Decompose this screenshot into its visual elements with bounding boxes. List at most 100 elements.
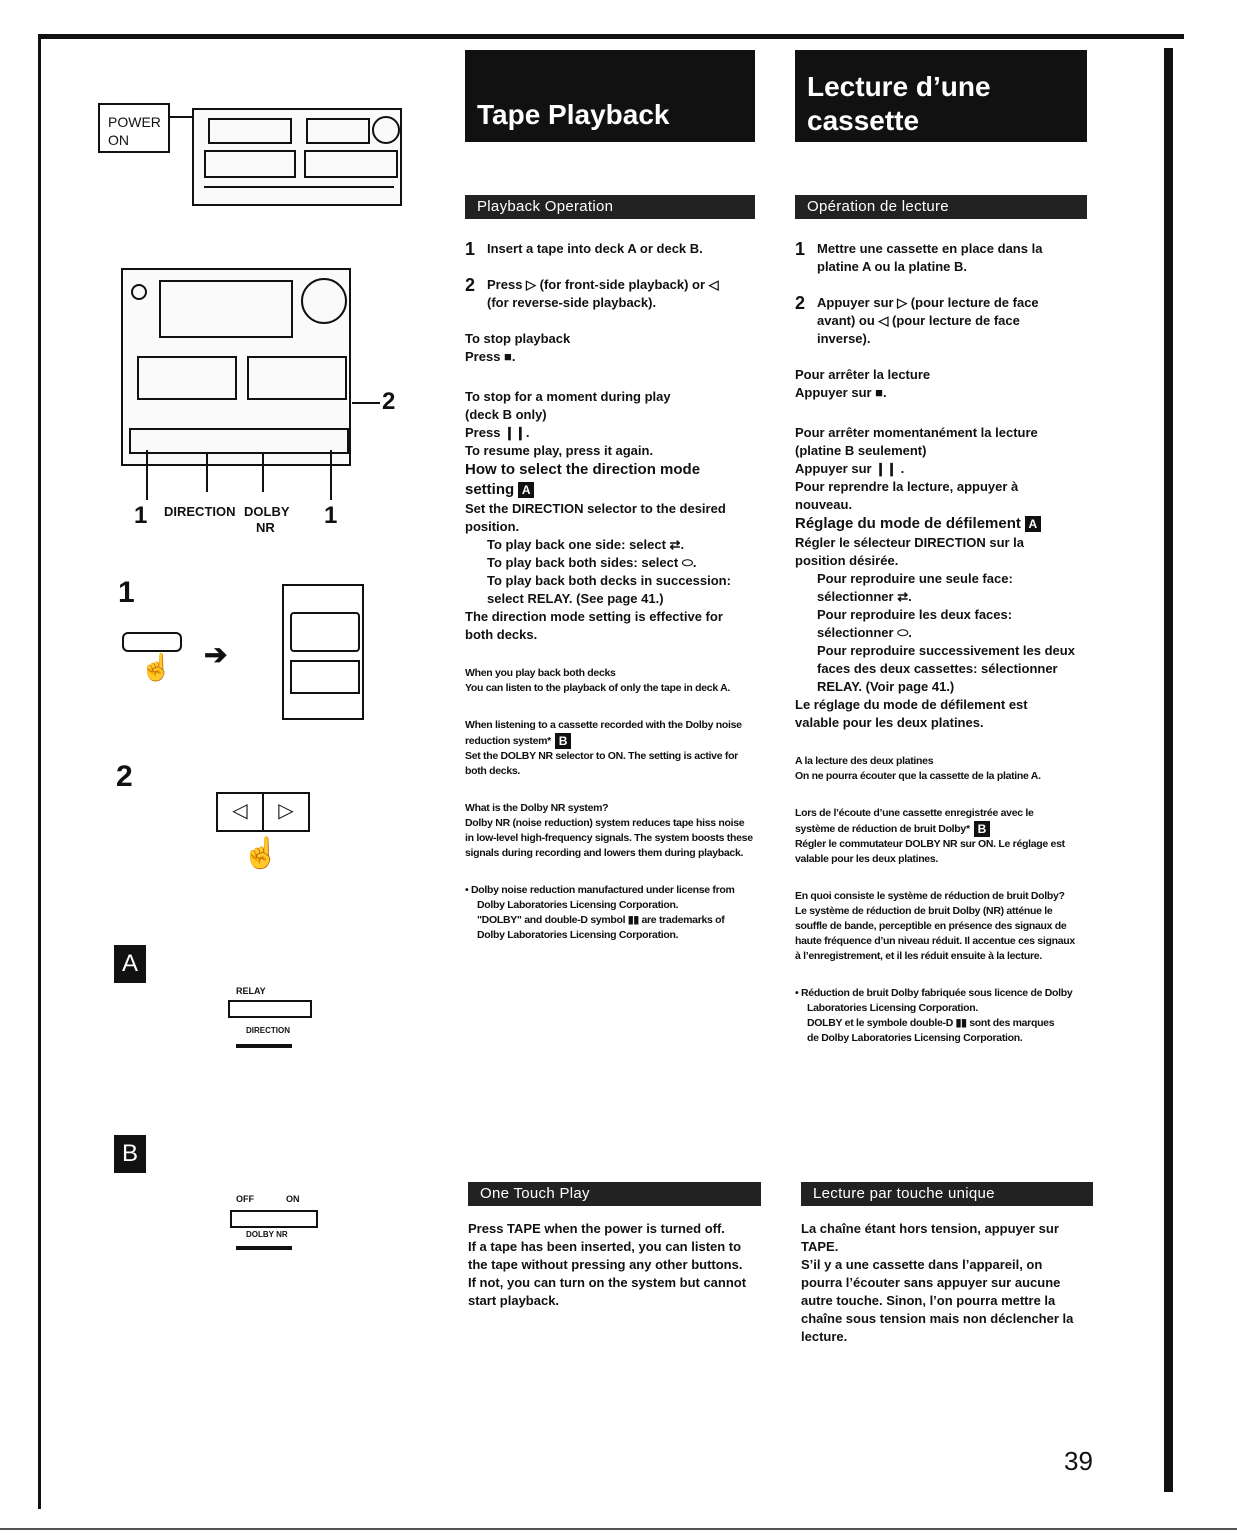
slide-arrow-icon-b bbox=[236, 1246, 292, 1250]
english-one-touch-body: Press TAPE when the power is turned off.… bbox=[468, 1220, 768, 1310]
callout-1-left: 1 bbox=[134, 502, 148, 529]
deck-b-window bbox=[247, 356, 347, 400]
french-both-text: On ne pourra écouter que la cassette de … bbox=[795, 770, 1041, 782]
french-dolby-box: B bbox=[973, 821, 990, 837]
english-otp-1: Press TAPE when the power is turned off. bbox=[468, 1221, 725, 1236]
figure-box-b: B bbox=[114, 1135, 146, 1173]
french-direction-text-1: Régler le sélecteur DIRECTION sur la bbox=[795, 535, 1025, 550]
english-otp-5: start playback. bbox=[468, 1293, 560, 1308]
control-strip bbox=[129, 428, 349, 454]
english-dolby-heading-2: reduction system* bbox=[465, 734, 551, 747]
french-pause-heading-1: Pour arrêter momentanément la lecture bbox=[795, 425, 1038, 440]
deck-a-window bbox=[137, 356, 237, 400]
french-opt-3c: RELAY. (Voir page 41.) bbox=[817, 679, 955, 694]
french-otp-2: TAPE. bbox=[801, 1239, 839, 1254]
french-both-heading: A la lecture des deux platines bbox=[795, 755, 934, 767]
french-otp-6: chaîne sous tension mais non déclencher … bbox=[801, 1311, 1074, 1326]
left-rule bbox=[38, 34, 41, 1509]
callout-2: 2 bbox=[382, 388, 396, 415]
english-direction-note-1: The direction mode setting is effective … bbox=[465, 609, 723, 624]
deck-illustration bbox=[121, 268, 351, 466]
english-pause-text-1: Press ❙❙. bbox=[465, 425, 530, 440]
french-whatis-text-2: souffle de bande, perceptible en présenc… bbox=[795, 920, 1067, 932]
english-otp-4: If not, you can turn on the system but c… bbox=[468, 1275, 747, 1290]
english-direction-opt-2: To play back both sides: select ⬭. bbox=[487, 555, 697, 570]
french-otp-5: autre touche. Sinon, l’on pourra mettre … bbox=[801, 1293, 1056, 1308]
french-otp-4: pourra l’écouter sans appuyer sur aucune bbox=[801, 1275, 1061, 1290]
figure-step-1: 1 bbox=[118, 576, 135, 609]
french-whatis-text-3: haute fréquence d’un niveau réduit. Il a… bbox=[795, 935, 1075, 947]
english-whatis-heading: What is the Dolby NR system? bbox=[465, 802, 609, 814]
volume-knob-icon bbox=[301, 278, 347, 324]
french-dolby-text-1: Régler le commutateur DOLBY NR sur ON. L… bbox=[795, 838, 1065, 850]
indicator-icon bbox=[131, 284, 147, 300]
figure-step-2: 2 bbox=[116, 760, 133, 793]
dolby-callout-label: DOLBY bbox=[244, 504, 290, 519]
french-direction-box: A bbox=[1024, 516, 1041, 533]
off-label: OFF bbox=[236, 1194, 254, 1204]
english-otp-3: the tape without pressing any other butt… bbox=[468, 1257, 743, 1272]
french-opt-3b: faces des deux cassettes: sélectionner bbox=[817, 661, 1058, 676]
french-whatis-text-1: Le système de réduction de bruit Dolby (… bbox=[795, 905, 1053, 917]
french-step-1-line-1: Mettre une cassette en place dans la bbox=[817, 241, 1043, 256]
direction-callout-label: DIRECTION bbox=[164, 504, 236, 519]
french-opt-3a: Pour reproduire successivement les deux bbox=[817, 643, 1075, 658]
english-direction-box: A bbox=[518, 482, 535, 499]
finger-press-icon: ☝ bbox=[140, 652, 173, 682]
french-dolby-heading-1: Lors de l’écoute d’une cassette enregist… bbox=[795, 807, 1034, 819]
french-title-line-1: Lecture d’une bbox=[807, 71, 991, 102]
power-leader-line bbox=[170, 116, 192, 118]
english-whatis-text-1: Dolby NR (noise reduction) system reduce… bbox=[465, 817, 745, 829]
french-otp-7: lecture. bbox=[801, 1329, 848, 1344]
english-dolby-text-1: Set the DOLBY NR selector to ON. The set… bbox=[465, 750, 738, 762]
french-footnote-1: • Réduction de bruit Dolby fabriquée sou… bbox=[795, 987, 1073, 999]
english-title-text: Tape Playback bbox=[477, 99, 670, 130]
english-section-playback: Playback Operation bbox=[465, 195, 755, 219]
french-opt-1a: Pour reproduire une seule face: bbox=[817, 571, 1013, 586]
french-step-2-line-2: avant) ou ◁ (pour lecture de face bbox=[817, 313, 1020, 328]
english-step-2-line-1: Press ▷ (for front-side playback) or ◁ bbox=[487, 277, 719, 292]
english-footnote-2: Dolby Laboratories Licensing Corporation… bbox=[477, 899, 679, 911]
cassette-insert-illustration bbox=[282, 584, 364, 720]
french-opt-1b: sélectionner ⇄. bbox=[817, 589, 912, 604]
french-note-2: valable pour les deux platines. bbox=[795, 715, 984, 730]
french-whatis-text-4: à l’enregistrement, et il les réduit ens… bbox=[795, 950, 1042, 962]
top-rule bbox=[38, 34, 1184, 39]
french-step-2-line-1: Appuyer sur ▷ (pour lecture de face bbox=[817, 295, 1039, 310]
french-otp-3: S’il y a une cassette dans l’appareil, o… bbox=[801, 1257, 1043, 1272]
french-title-line-2: cassette bbox=[807, 105, 920, 136]
french-one-touch-body: La chaîne étant hors tension, appuyer su… bbox=[801, 1220, 1101, 1346]
direction-switch-label: DIRECTION bbox=[246, 1026, 290, 1035]
french-section-lecture: Opération de lecture bbox=[795, 195, 1087, 219]
english-dolby-box: B bbox=[554, 733, 571, 749]
eject-button-icon bbox=[122, 632, 182, 652]
french-footnote-2: Laboratories Licensing Corporation. bbox=[807, 1002, 978, 1014]
french-title: Lecture d’une cassette bbox=[795, 50, 1087, 142]
power-label: POWER bbox=[108, 114, 161, 130]
english-footnote-4: Dolby Laboratories Licensing Corporation… bbox=[477, 929, 679, 941]
callout-1-right: 1 bbox=[324, 502, 338, 529]
dolby-switch-icon bbox=[230, 1210, 318, 1228]
callout-2-line bbox=[352, 402, 380, 404]
nr-callout-label: NR bbox=[256, 520, 275, 535]
english-both-text: You can listen to the playback of only t… bbox=[465, 682, 730, 694]
english-stop-heading: To stop playback bbox=[465, 331, 571, 346]
english-direction-note-2: both decks. bbox=[465, 627, 538, 642]
english-section-one-touch: One Touch Play bbox=[468, 1182, 761, 1206]
callout-1-right-line bbox=[330, 450, 332, 500]
english-stop-text: Press ■. bbox=[465, 349, 516, 364]
bottom-rule bbox=[0, 1528, 1237, 1530]
on-switch-label: ON bbox=[286, 1194, 300, 1204]
french-direction-text-2: position désirée. bbox=[795, 553, 899, 568]
french-step-2-line-3: inverse). bbox=[817, 331, 871, 346]
callout-1-left-line bbox=[146, 450, 148, 500]
dolby-switch-label: DOLBY NR bbox=[246, 1230, 288, 1239]
english-pause-heading-1: To stop for a moment during play bbox=[465, 389, 671, 404]
french-step-1-line-2: platine A ou la platine B. bbox=[817, 259, 967, 274]
english-direction-heading-2: setting bbox=[465, 481, 515, 498]
slide-arrow-icon-a bbox=[236, 1044, 292, 1048]
page-number: 39 bbox=[1064, 1446, 1093, 1476]
english-pause-heading-2: (deck B only) bbox=[465, 407, 547, 422]
french-opt-2b: sélectionner ⬭. bbox=[817, 625, 912, 640]
